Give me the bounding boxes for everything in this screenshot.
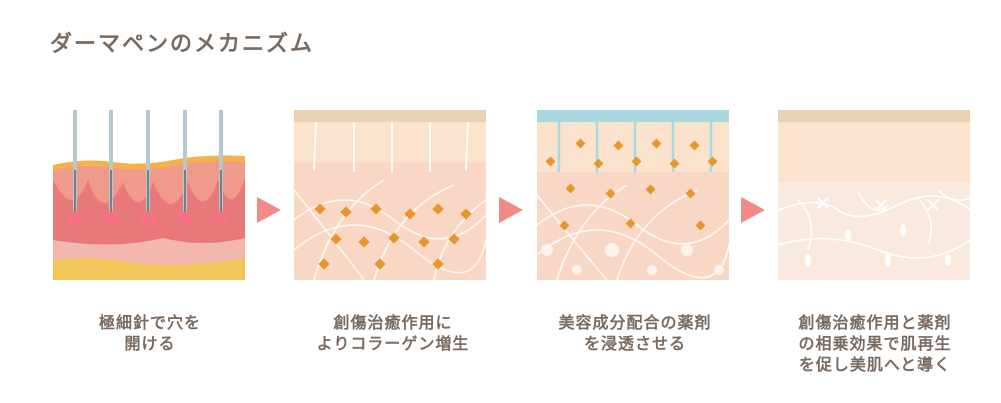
page-title: ダーマペンのメカニズム [50,32,315,57]
serum-penetration-illustration [537,110,729,280]
step-3-caption: 美容成分配合の薬剤 を浸透させる [558,313,712,353]
step-1-caption: 極細針で穴を 開ける [98,313,201,353]
triangle-right-icon [741,197,765,227]
triangle-right-icon [499,197,523,227]
wound-healing-collagen-illustration [294,110,486,280]
step-2-caption: 創傷治癒作用に よりコラーゲン増生 [316,313,470,353]
skin-regeneration-illustration [778,110,970,280]
micro-needles-skin-illustration [53,110,245,280]
step-4-caption: 創傷治癒作用と薬剤 の相乗効果で肌再生 を促し美肌へと導く [798,313,952,374]
triangle-right-icon [257,197,281,227]
